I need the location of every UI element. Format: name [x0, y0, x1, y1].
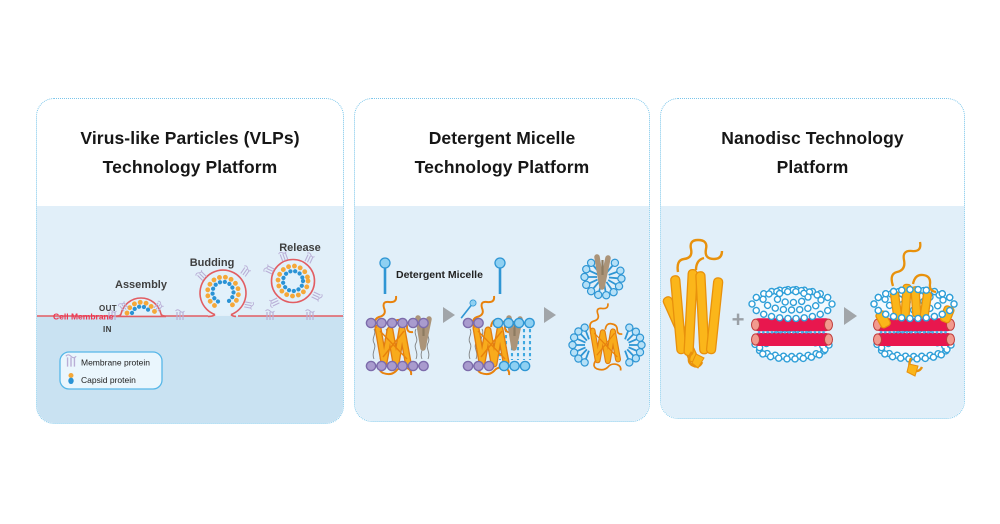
legend-capsid-protein-label: Capsid protein [81, 375, 136, 385]
detergent-molecule-icon [378, 256, 392, 296]
panel-nanodisc-header: Nanodisc Technology Platform [661, 99, 964, 206]
panel-nanodisc-title-line2: Platform [776, 156, 849, 177]
arrow-right-icon [443, 307, 455, 323]
detergent-micelle-label: Detergent Micelle [396, 269, 483, 281]
panel-nanodisc-body: + [661, 206, 965, 418]
legend-box: Membrane protein Capsid protein [59, 351, 163, 390]
panel-vlp-title-line1: Virus-like Particles (VLPs) [80, 128, 300, 149]
cell-membrane-label: Cell Membrane [53, 312, 114, 322]
vlp-illustration: Assembly Budding Release OUT Cell Membra… [37, 242, 343, 423]
panel-vlp-header: Virus-like Particles (VLPs) Technology P… [37, 99, 343, 206]
panel-detergent-micelle: Detergent Micelle Technology Platform [354, 98, 650, 422]
panel-vlp-title-line2: Technology Platform [102, 156, 278, 177]
out-label: OUT [99, 304, 117, 313]
bilayer-stage-1 [365, 296, 439, 375]
micelle-tan-protein [580, 257, 627, 301]
assembly-label: Assembly [115, 279, 168, 291]
arrow-right-icon [544, 307, 556, 323]
plus-sign: + [732, 307, 745, 332]
budding-stage [194, 264, 255, 318]
panel-detergent-micelle-title-line2: Technology Platform [414, 156, 590, 177]
nanodisc-with-protein [873, 241, 955, 377]
in-label: IN [103, 325, 112, 334]
panel-detergent-micelle-body: Detergent Micelle [355, 206, 649, 422]
panel-detergent-micelle-header: Detergent Micelle Technology Platform [355, 99, 649, 206]
detergent-micelle-illustration: Detergent Micelle [365, 206, 646, 422]
assembly-stage [115, 297, 167, 318]
nanodisc-illustration: + [662, 238, 965, 377]
release-label: Release [279, 242, 321, 254]
nanodisc-empty [751, 286, 833, 360]
panel-detergent-micelle-title-line1: Detergent Micelle [428, 128, 576, 149]
arrow-right-icon [844, 307, 857, 325]
release-stage [262, 249, 324, 309]
detergent-molecule-icon [493, 256, 507, 296]
budding-label: Budding [190, 257, 235, 269]
legend-membrane-protein-label: Membrane protein [81, 358, 150, 368]
micelle-orange-protein [568, 303, 646, 370]
panel-vlp-body: Assembly Budding Release OUT Cell Membra… [37, 206, 343, 423]
bilayer-stage-2 [457, 296, 538, 375]
panel-nanodisc-title-line1: Nanodisc Technology [721, 128, 904, 149]
legend-capsid-protein-icon [68, 373, 74, 384]
membrane-protein-helix-bundle [662, 238, 724, 369]
panel-vlp: Virus-like Particles (VLPs) Technology P… [36, 98, 344, 424]
panel-nanodisc: Nanodisc Technology Platform [660, 98, 965, 419]
